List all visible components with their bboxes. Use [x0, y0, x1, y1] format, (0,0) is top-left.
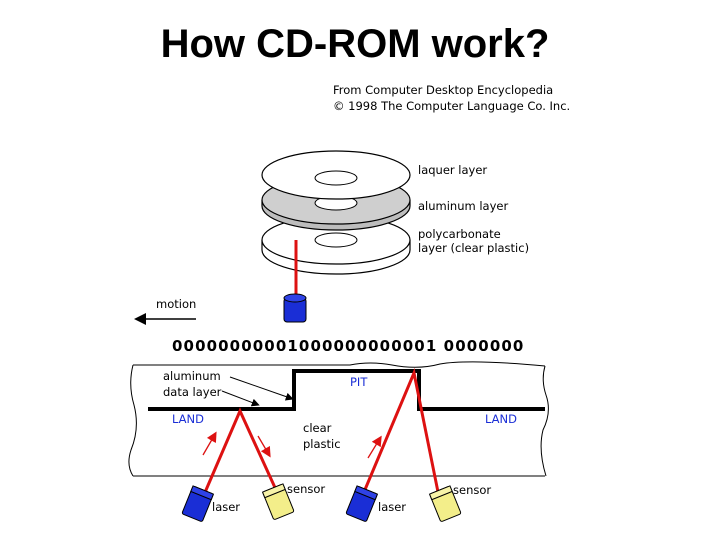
beam-direction-arrow-up-2 — [367, 435, 382, 459]
laser-beam-land — [201, 407, 279, 498]
aluminum-data-layer-label-2: data layer — [163, 385, 222, 399]
motion-arrow-icon — [134, 313, 196, 325]
binary-data-row: 00000000001000000000001 0000000 — [172, 337, 524, 355]
sensor-label-right: sensor — [453, 483, 491, 497]
cross-section-right-edge — [540, 365, 549, 477]
polycarbonate-disc — [261, 215, 411, 275]
polycarbonate-layer-label-1: polycarbonate — [418, 227, 501, 241]
laquer-layer-label: laquer layer — [418, 163, 487, 177]
source-credit-line-1: From Computer Desktop Encyclopedia — [333, 83, 554, 97]
cross-section-left-edge — [128, 364, 137, 477]
label-pointer-arrow-1 — [229, 376, 294, 401]
cross-section: aluminum data layer PIT LAND LAND clear … — [128, 361, 549, 477]
sensor-left — [261, 483, 295, 520]
sensor-label-left: sensor — [287, 482, 325, 496]
source-credit-line-2: © 1998 The Computer Language Co. Inc. — [333, 99, 571, 113]
motion-label: motion — [156, 297, 196, 311]
polycarbonate-layer-label-2: layer (clear plastic) — [418, 241, 529, 255]
land-label-left: LAND — [172, 412, 204, 426]
land-label-right: LAND — [485, 412, 517, 426]
laser-label-left: laser — [212, 500, 240, 514]
laser-beams — [201, 367, 440, 498]
disc-stack — [261, 150, 411, 323]
clear-plastic-label-1: clear — [303, 421, 332, 435]
laser-left — [181, 485, 215, 522]
pit-label: PIT — [350, 375, 368, 389]
aluminum-data-layer — [148, 369, 545, 411]
laquer-disc — [261, 150, 411, 200]
aluminum-layer-label: aluminum layer — [418, 199, 508, 213]
beam-direction-arrow-down-1 — [257, 435, 271, 458]
laser-beam-pit — [362, 367, 440, 493]
sensor-right — [428, 485, 462, 522]
laser-label-right: laser — [378, 500, 406, 514]
aluminum-data-layer-label-1: aluminum — [163, 369, 221, 383]
disc-laser-head — [283, 293, 307, 323]
cross-section-top-edge — [133, 361, 546, 368]
clear-plastic-label-2: plastic — [303, 437, 341, 451]
label-pointer-arrow-2 — [221, 390, 260, 407]
laser-right — [345, 485, 379, 522]
beam-direction-arrow-up-1 — [202, 431, 217, 456]
slide-title: How CD-ROM work? — [160, 22, 550, 66]
